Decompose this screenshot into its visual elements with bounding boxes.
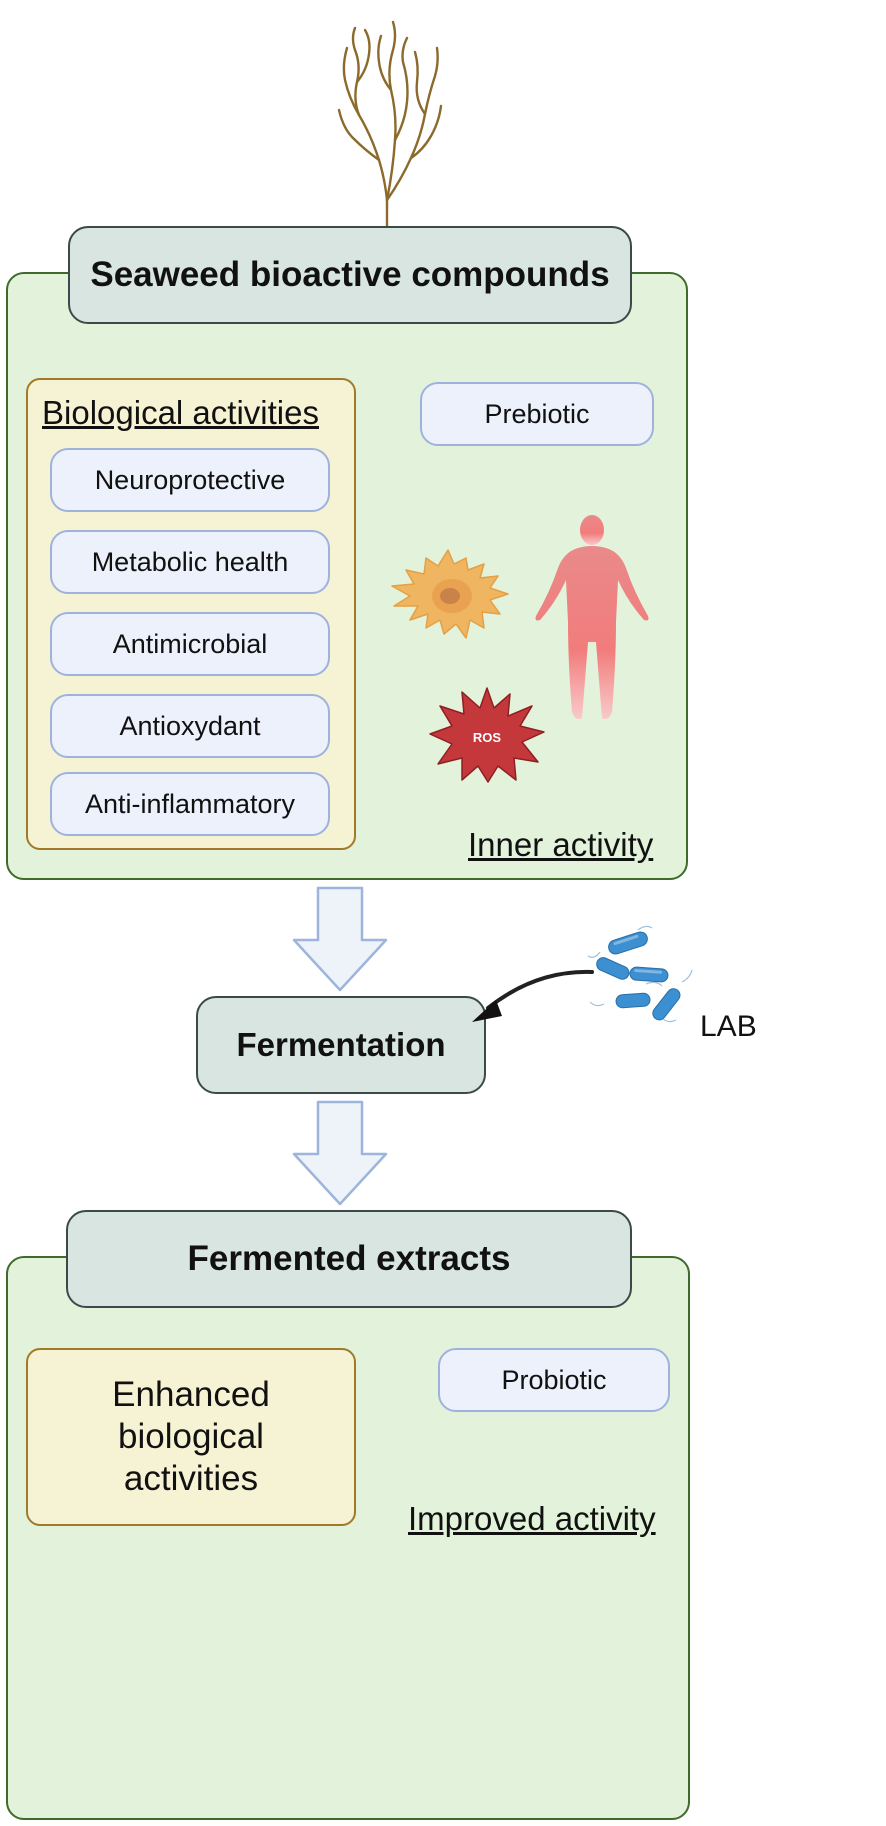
probiotic-pill: Probiotic <box>438 1348 670 1412</box>
fermented-extracts-title-box: Fermented extracts <box>66 1210 632 1308</box>
lab-label: LAB <box>700 1010 757 1043</box>
improved-activity-label: Improved activity <box>408 1500 656 1537</box>
lab-bacteria-icon <box>587 925 693 1023</box>
ros-label: ROS <box>473 730 502 745</box>
activity-antioxydant: Antioxydant <box>50 694 330 758</box>
down-arrow-icon <box>292 886 388 992</box>
seaweed-icon <box>337 20 443 242</box>
activity-anti-inflammatory: Anti-inflammatory <box>50 772 330 836</box>
fermented-extracts-title: Fermented extracts <box>187 1239 511 1279</box>
fermentation-label: Fermentation <box>236 1026 446 1064</box>
curved-arrow-icon <box>472 969 594 1022</box>
activity-antimicrobial: Antimicrobial <box>50 612 330 676</box>
seaweed-compounds-title: Seaweed bioactive compounds <box>90 255 610 295</box>
inner-activity-label: Inner activity <box>468 826 654 863</box>
seaweed-compounds-title-box: Seaweed bioactive compounds <box>68 226 632 324</box>
ros-burst-icon: ROS <box>429 687 545 783</box>
human-body-icon <box>535 515 649 720</box>
down-arrow-icon <box>292 1100 388 1206</box>
prebiotic-pill: Prebiotic <box>420 382 654 446</box>
neuron-cell-icon <box>391 549 509 639</box>
activity-metabolic-health: Metabolic health <box>50 530 330 594</box>
fermented-extracts-panel <box>6 1256 690 1820</box>
activity-neuroprotective: Neuroprotective <box>50 448 330 512</box>
enhanced-activities-label: Enhanced biological activities <box>112 1375 270 1498</box>
fermentation-box: Fermentation <box>196 996 486 1094</box>
enhanced-activities-box: Enhanced biological activities <box>26 1348 356 1526</box>
biological-activities-heading: Biological activities <box>42 394 319 431</box>
